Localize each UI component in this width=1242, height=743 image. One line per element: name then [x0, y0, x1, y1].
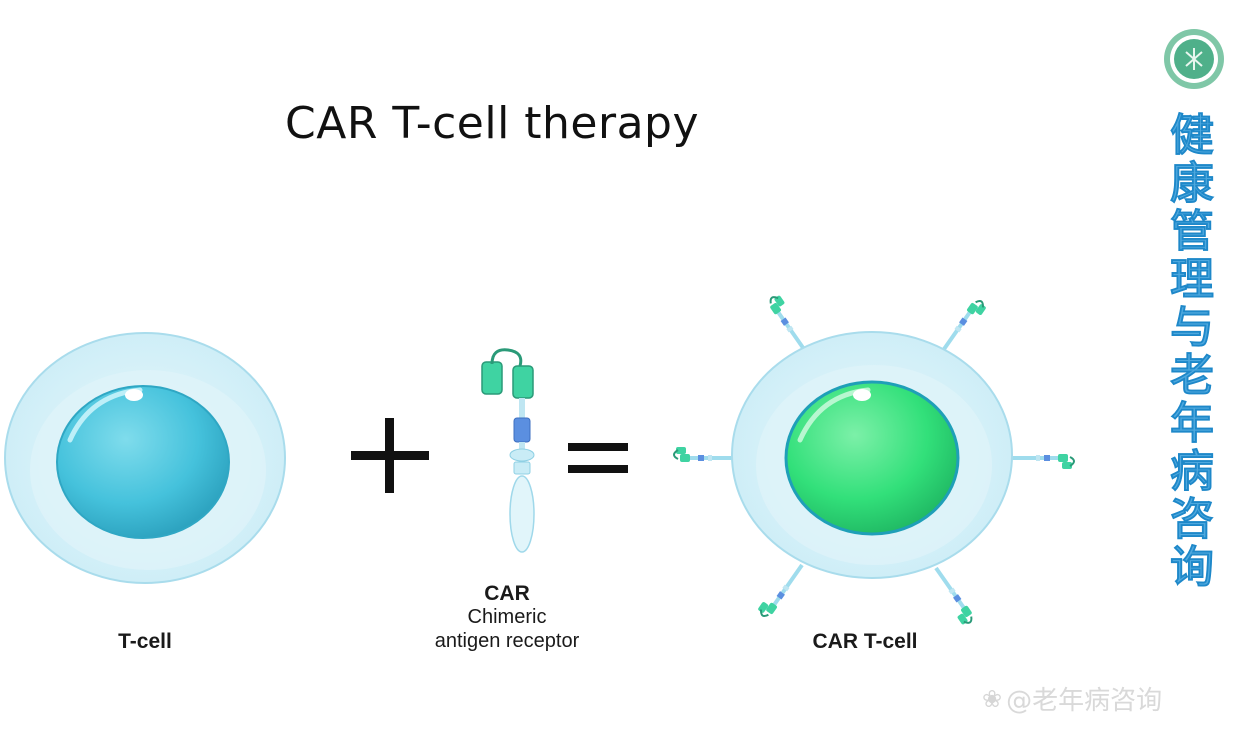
- banner-char: 健: [1170, 110, 1215, 161]
- banner-char: 年: [1170, 398, 1215, 449]
- equals-operator: [568, 443, 628, 473]
- tcell-label: T-cell: [118, 630, 172, 653]
- car-description-line1: Chimeric: [467, 606, 547, 628]
- car-description-line2: antigen receptor: [434, 630, 580, 652]
- car-label: CAR: [484, 582, 530, 605]
- banner-char: 老: [1170, 350, 1215, 401]
- side-banner: 健 康 管 理 与 老 年 病 咨 询: [1164, 110, 1220, 593]
- banner-char: 管: [1170, 206, 1215, 257]
- banner-char: 与: [1170, 302, 1215, 353]
- banner-char: 询: [1170, 542, 1215, 593]
- tcell-nucleus: [56, 385, 230, 539]
- banner-char: 咨: [1170, 494, 1215, 545]
- plus-operator: [351, 418, 429, 493]
- watermark-text: @老年病咨询: [1006, 686, 1163, 716]
- banner-char: 病: [1170, 446, 1215, 497]
- page-title: CAR T-cell therapy: [285, 98, 700, 149]
- banner-char: 理: [1170, 254, 1215, 305]
- watermark: ❀ @老年病咨询: [982, 680, 1162, 717]
- car-tcell-label: CAR T-cell: [812, 630, 918, 653]
- brand-logo: [1164, 29, 1224, 89]
- tcell-illustration: [4, 332, 286, 584]
- car-tcell-nucleus: [784, 380, 960, 536]
- car-receptor-illustration: [481, 348, 535, 553]
- banner-char: 康: [1170, 158, 1215, 209]
- car-tcell-illustration: [672, 291, 1076, 629]
- paw-icon: ❀: [982, 684, 1003, 713]
